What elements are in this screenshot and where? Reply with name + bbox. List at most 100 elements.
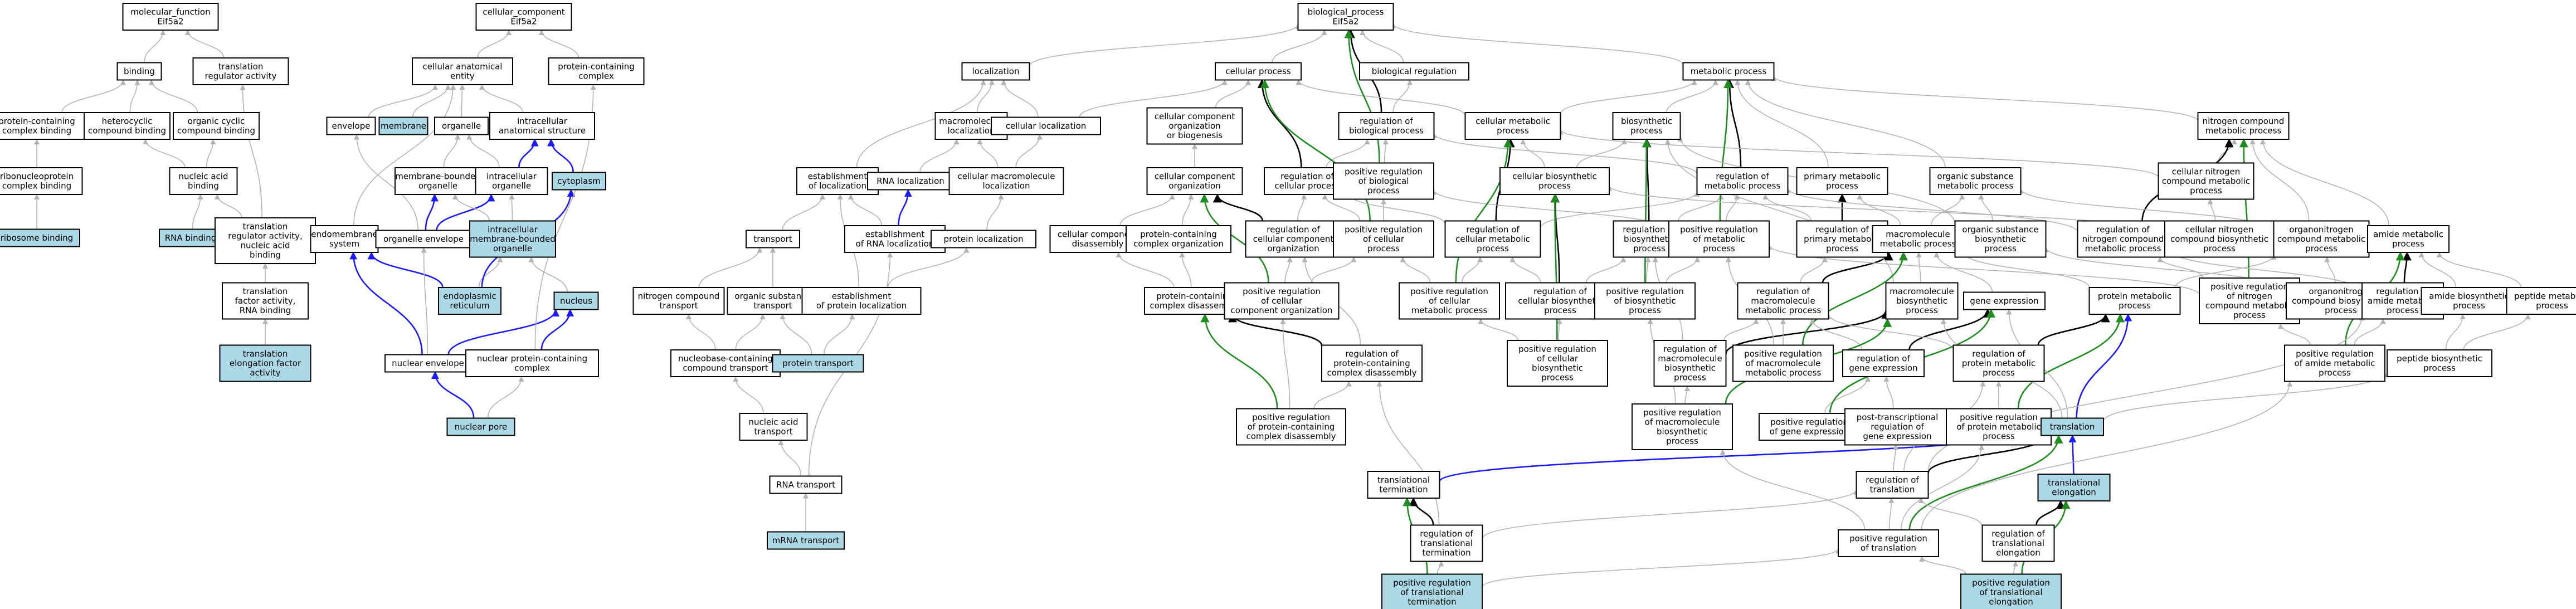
node-localization[interactable]: localization <box>961 62 1030 81</box>
node-cytoplasm[interactable]: cytoplasm <box>552 172 606 191</box>
node-ribosome-binding[interactable]: ribosome binding <box>0 228 80 247</box>
node-binding[interactable]: binding <box>116 62 162 81</box>
node-gene-expression[interactable]: gene expression <box>1963 291 2046 310</box>
node-metabolic-process[interactable]: metabolic process <box>1682 62 1775 81</box>
node-envelope[interactable]: envelope <box>326 116 376 135</box>
node-nuclear-pore[interactable]: nuclear pore <box>446 417 515 436</box>
node-mrna-transport[interactable]: mRNA transport <box>767 531 845 550</box>
node-transport[interactable]: transport <box>746 230 800 249</box>
node-rna-binding[interactable]: RNA binding <box>159 228 222 247</box>
node-cell-localization[interactable]: cellular localization <box>991 116 1101 135</box>
node-nuclear-envelope[interactable]: nuclear envelope <box>384 354 471 373</box>
node-organelle[interactable]: organelle <box>434 116 489 135</box>
node-prot-transport[interactable]: protein transport <box>772 354 864 373</box>
node-nucleus[interactable]: nucleus <box>553 291 599 310</box>
node-org-envelope[interactable]: organelle envelope <box>375 230 472 249</box>
node-rna-transport[interactable]: RNA transport <box>769 475 843 494</box>
node-cellular-process[interactable]: cellular process <box>1215 62 1302 81</box>
node-translation[interactable]: translation <box>2041 417 2104 436</box>
node-membrane[interactable]: membrane <box>378 116 428 135</box>
node-rna-localization[interactable]: RNA localization <box>867 172 954 191</box>
node-prot-localization[interactable]: protein localization <box>931 230 1036 249</box>
node-bio-reg[interactable]: biological regulation <box>1359 62 1469 81</box>
